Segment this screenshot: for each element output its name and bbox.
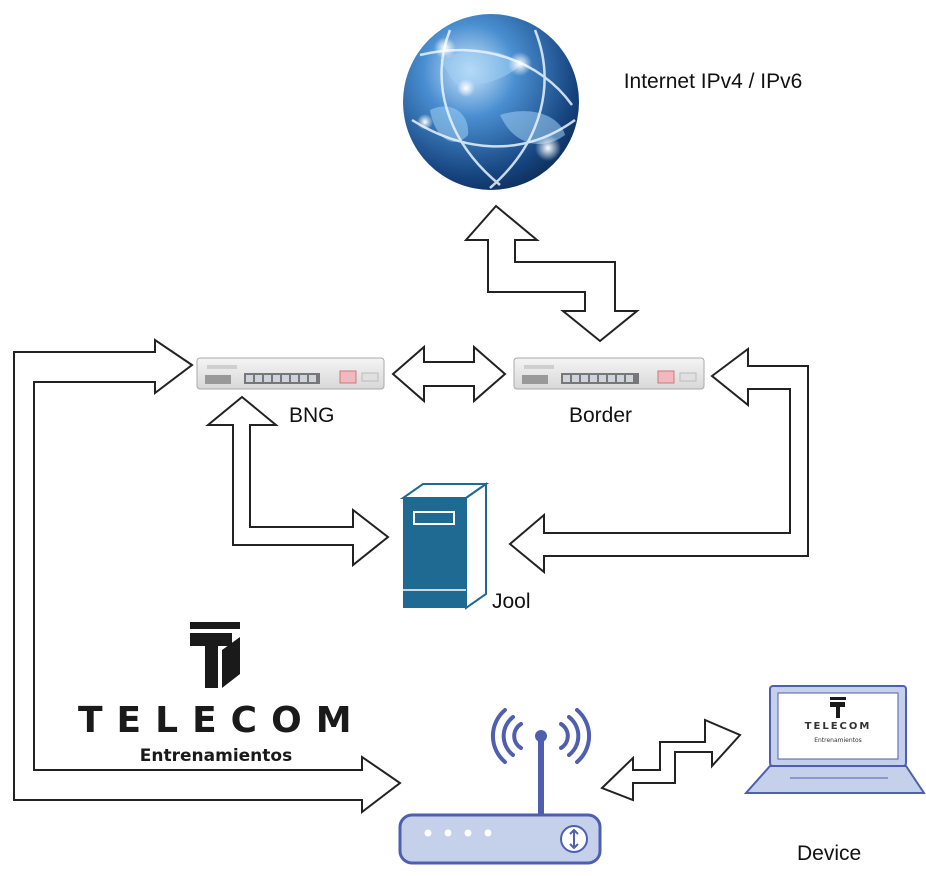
bng-router-icon xyxy=(196,357,385,390)
logo-wordmark: TELECOM xyxy=(78,700,366,741)
arrow-border-jool xyxy=(508,347,809,575)
bng-label: BNG xyxy=(289,404,335,427)
internet-label: Internet IPv4 / IPv6 xyxy=(623,70,803,93)
laptop-icon xyxy=(743,685,926,794)
arrow-router-device xyxy=(600,718,742,802)
arrow-bng-jool xyxy=(205,395,390,568)
device-label: Device xyxy=(797,842,862,865)
globe-icon xyxy=(403,14,579,190)
wifi-router-icon xyxy=(398,708,602,865)
logo-tagline: Entrenamientos xyxy=(139,746,293,766)
laptop-screen-tagline: Entrenamientos xyxy=(814,737,862,744)
laptop-screen-wordmark: TELECOM xyxy=(804,721,872,732)
telecom-logo-icon xyxy=(190,622,240,688)
arrow-bng-border xyxy=(391,344,507,404)
arrow-globe-border xyxy=(463,204,640,343)
arrow-router-bng xyxy=(13,338,402,815)
server-icon xyxy=(399,482,490,610)
border-label: Border xyxy=(569,404,633,427)
laptop-logo-icon xyxy=(830,697,846,718)
jool-label: Jool xyxy=(492,590,531,613)
border-router-icon xyxy=(513,357,705,390)
